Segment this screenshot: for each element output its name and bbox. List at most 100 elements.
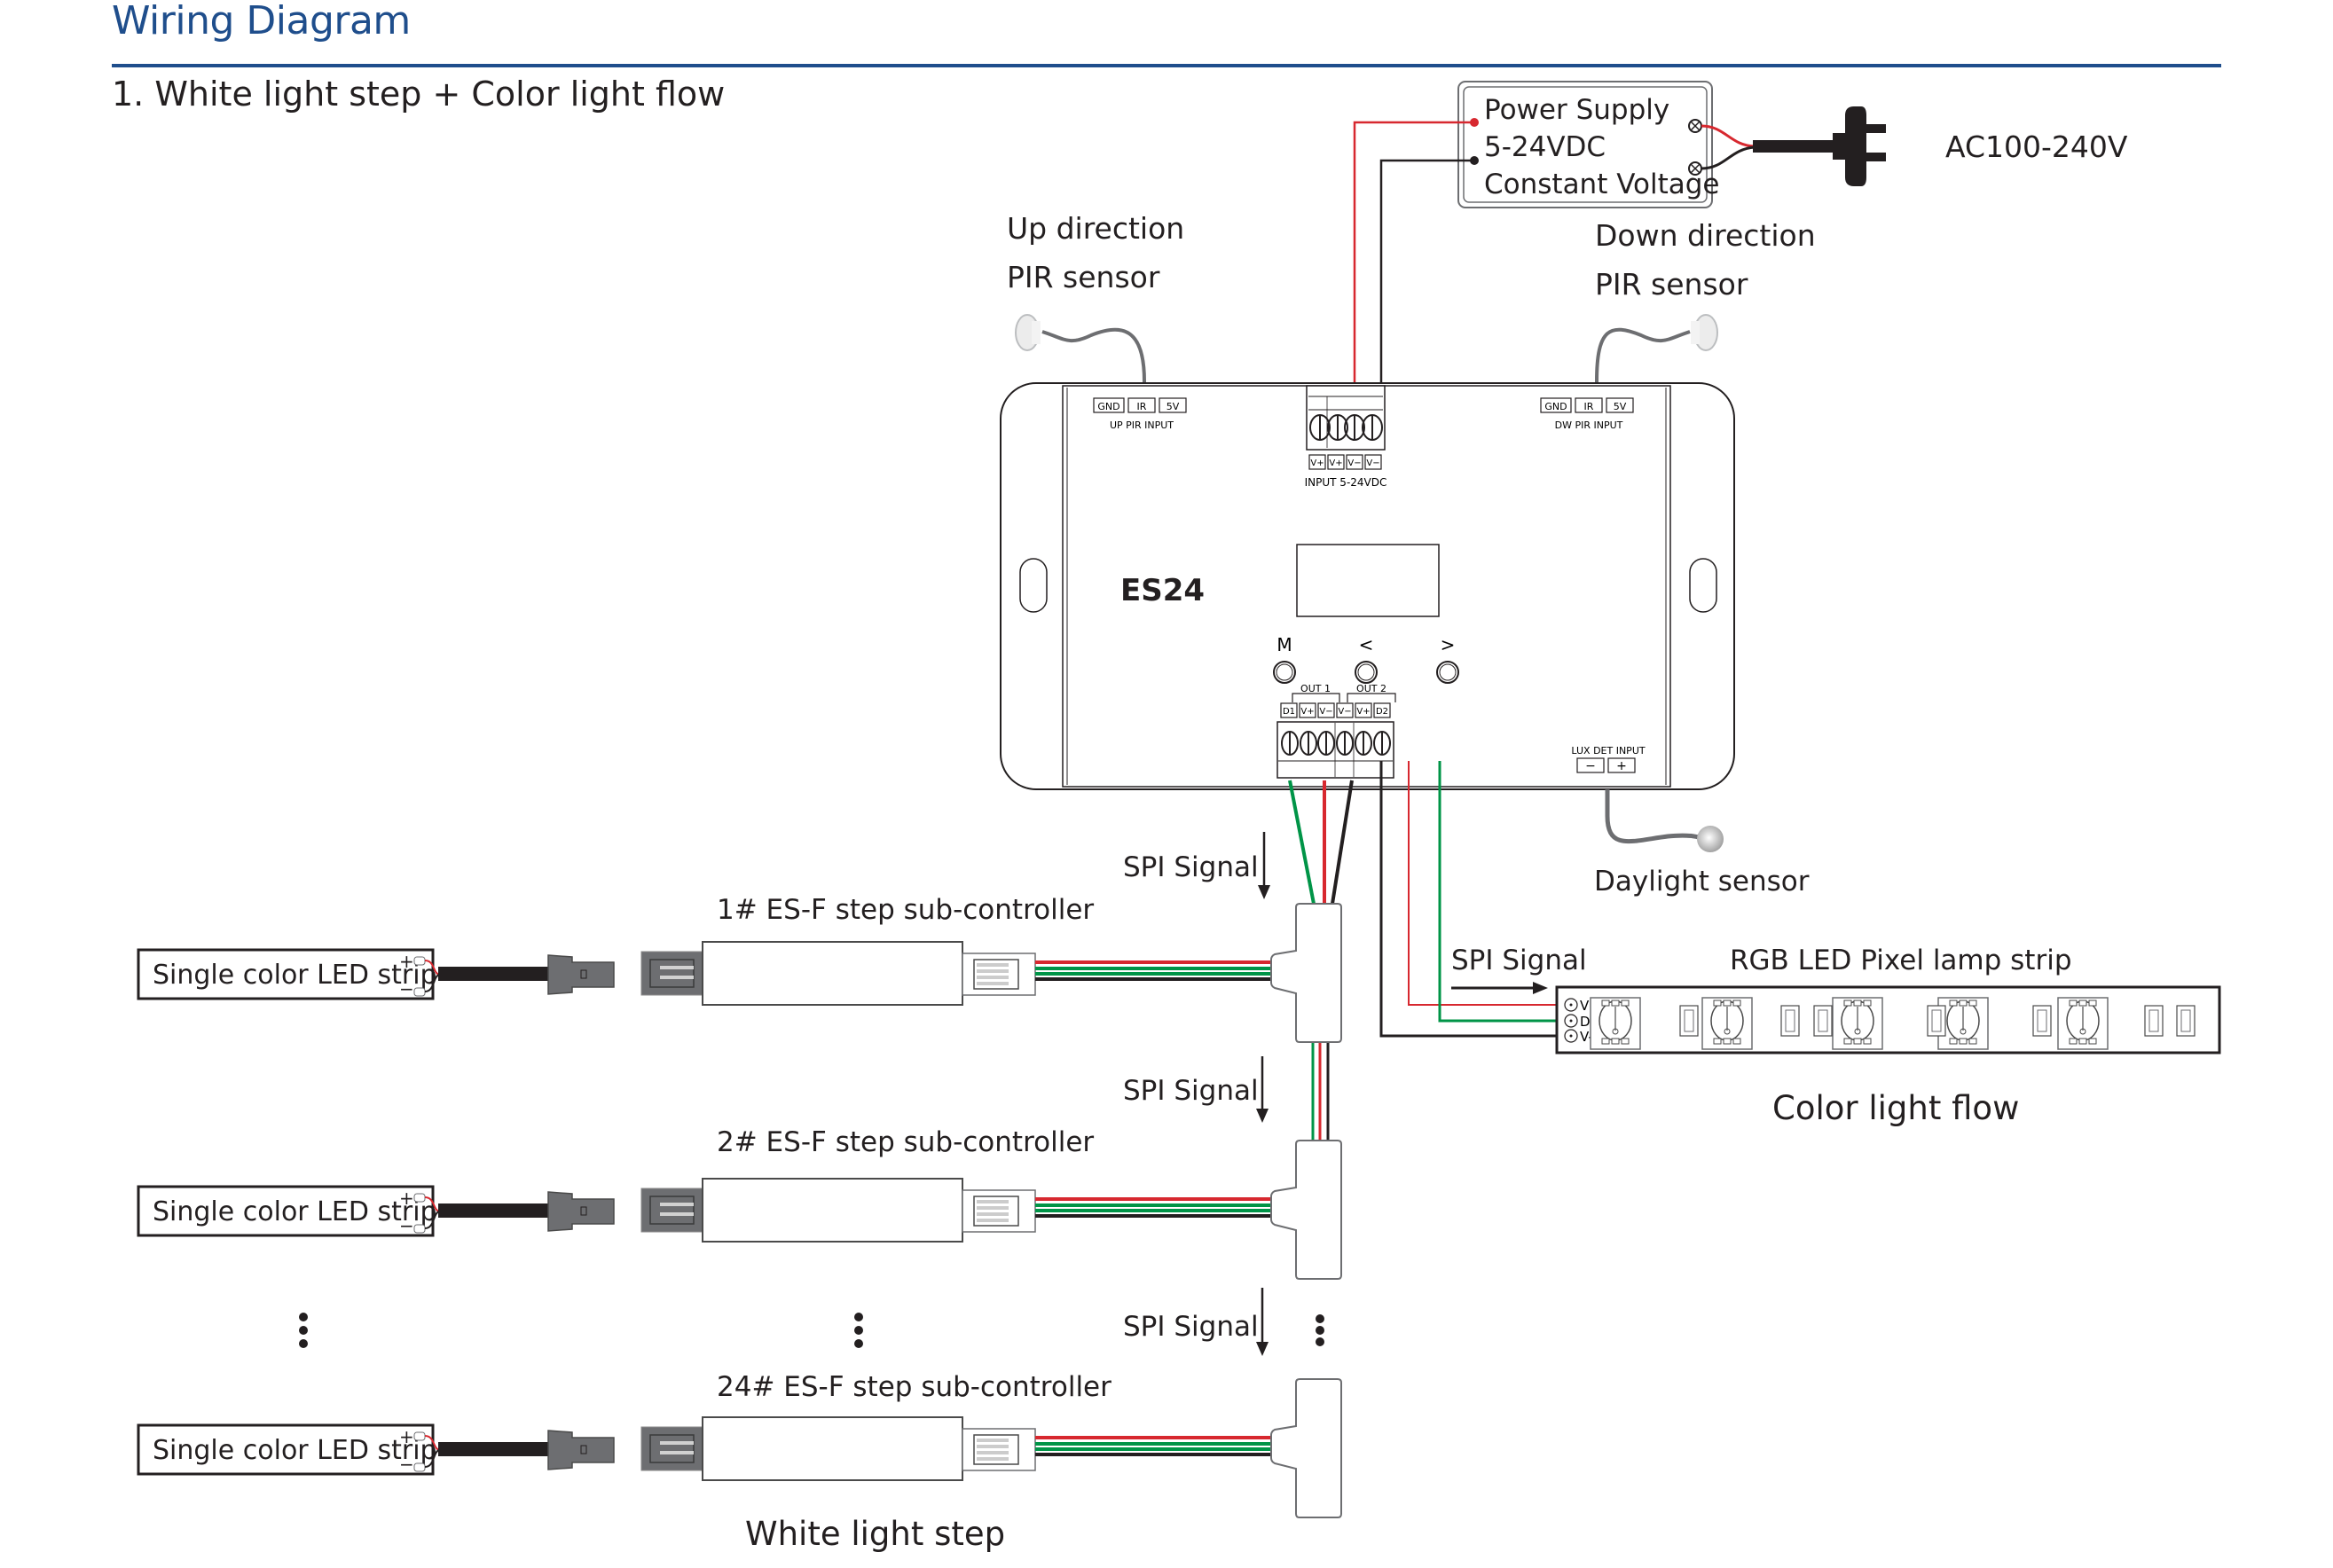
rgb-pixel-leds xyxy=(1590,997,2196,1050)
dw-pir-input-label: DW PIR INPUT xyxy=(1555,419,1623,431)
up-sensor-label-line1: Up direction xyxy=(1007,211,1184,246)
ellipsis-right xyxy=(1316,1314,1324,1346)
out-pin-vplus-1: V+ xyxy=(1300,707,1314,717)
ellipsis-left xyxy=(299,1313,308,1348)
out2-vplus-wire xyxy=(1408,761,1557,1006)
strip-plus: + xyxy=(399,1188,414,1209)
strip-label: Single color LED strip xyxy=(153,1435,437,1466)
t-connector xyxy=(1270,1378,1342,1518)
button-next-label: > xyxy=(1441,634,1456,655)
daylight-sensor-label: Daylight sensor xyxy=(1594,866,1810,898)
resistor-icon xyxy=(1927,1005,1946,1037)
spi-signal-label-1: SPI Signal xyxy=(1123,851,1259,883)
daylight-sensor-icon xyxy=(1605,789,1724,852)
up-pir-pin-5v: 5V xyxy=(1166,401,1180,412)
resistor-icon xyxy=(2032,1005,2052,1037)
strip-cable xyxy=(438,967,550,981)
lux-det-terminal: LUX DET INPUT − + xyxy=(1571,745,1645,773)
power-supply: Power Supply 5-24VDC Constant Voltage xyxy=(1457,81,1720,208)
lux-det-label: LUX DET INPUT xyxy=(1571,745,1645,757)
sub-controller-body xyxy=(702,1178,963,1243)
out2-label: OUT 2 xyxy=(1356,683,1386,694)
t-connector xyxy=(1270,903,1342,1043)
power-supply-line2: 5-24VDC xyxy=(1484,131,1606,163)
resistor-icon xyxy=(2176,1005,2196,1037)
dw-pir-pin-5v: 5V xyxy=(1614,401,1627,412)
spi-signal-label-2: SPI Signal xyxy=(1123,1075,1259,1107)
spi-signal-2: SPI Signal xyxy=(1123,1056,1269,1123)
rgb-led-chip-icon xyxy=(1937,997,1989,1050)
out-pin-vplus-2: V+ xyxy=(1356,707,1370,717)
sub-controller-input-socket[interactable] xyxy=(640,1426,703,1471)
up-pir-sensor-icon xyxy=(1015,314,1146,383)
ellipsis-middle xyxy=(854,1313,863,1348)
strip-plug-icon xyxy=(547,954,615,995)
strip-plus: + xyxy=(399,951,414,972)
up-pir-terminal: GND IR 5V UP PIR INPUT xyxy=(1093,397,1187,431)
button-next[interactable] xyxy=(1436,661,1459,684)
single-color-strip: Single color LED strip+ − xyxy=(137,948,440,1000)
down-pir-sensor-icon xyxy=(1595,314,1718,383)
rgb-strip-pads xyxy=(1564,998,1578,1043)
color-light-flow-caption: Color light flow xyxy=(1772,1089,2019,1127)
white-light-step-caption: White light step xyxy=(745,1515,1005,1553)
strip-minus: − xyxy=(399,1215,414,1236)
sub-controller-input-socket[interactable] xyxy=(640,1188,703,1233)
title-divider xyxy=(112,64,2221,67)
resistor-icon xyxy=(1679,1005,1699,1037)
ribbon-cable xyxy=(1035,1197,1271,1218)
button-prev[interactable] xyxy=(1355,661,1378,684)
strip-label: Single color LED strip xyxy=(153,960,437,991)
out2-vminus-wire xyxy=(1379,761,1557,1038)
rgb-led-chip-icon xyxy=(1832,997,1883,1050)
strip-minus: − xyxy=(399,1454,414,1475)
page-title: Wiring Diagram xyxy=(112,0,411,43)
bus-wires-1-2 xyxy=(1311,1042,1330,1141)
sub-controller-input-socket[interactable] xyxy=(640,951,703,996)
resistor-icon xyxy=(2144,1005,2164,1037)
input-pin-1: V+ xyxy=(1310,459,1324,468)
strip-label: Single color LED strip xyxy=(153,1196,437,1227)
sub-controller-body xyxy=(702,1416,963,1481)
strip-cable xyxy=(438,1442,550,1456)
spi-signal-3: SPI Signal xyxy=(1123,1288,1269,1356)
controller-model-label: ES24 xyxy=(1120,573,1205,608)
up-pir-input-label: UP PIR INPUT xyxy=(1110,419,1174,431)
resistor-icon xyxy=(1780,1005,1800,1037)
rgb-strip-title: RGB LED Pixel lamp strip xyxy=(1730,945,2072,976)
strip-minus: − xyxy=(399,978,414,1000)
sub-controller-output-socket xyxy=(962,953,1036,996)
section-heading: 1. White light step + Color light flow xyxy=(112,74,726,114)
spi-signal-rgb: SPI Signal xyxy=(1451,945,1587,994)
rgb-pin-vminus: V- xyxy=(1580,1029,1593,1045)
button-m-label: M xyxy=(1276,634,1292,655)
dw-pir-terminal: GND IR 5V DW PIR INPUT xyxy=(1540,397,1634,431)
out-pin-d1: D1 xyxy=(1283,707,1295,717)
out1-data-wire xyxy=(1288,780,1316,905)
ac-wire-live xyxy=(1701,124,1756,148)
rgb-pixel-strip: V+ DA V- xyxy=(1555,985,2221,1054)
dc-wire-positive xyxy=(1353,121,1474,392)
ac-terminal-icon xyxy=(1688,119,1702,176)
lux-pin-plus: + xyxy=(1616,759,1627,773)
single-color-strip: Single color LED strip+− xyxy=(137,1423,440,1476)
single-color-strip: Single color LED strip+ − xyxy=(137,1185,440,1237)
ac-wire-neutral xyxy=(1701,145,1756,170)
input-pin-3: V− xyxy=(1347,459,1361,468)
power-supply-line1: Power Supply xyxy=(1484,94,1669,126)
button-prev-label: < xyxy=(1359,634,1374,655)
input-pin-4: V− xyxy=(1366,459,1379,468)
power-input-terminal: V+ V+ V− V− INPUT 5-24VDC xyxy=(1305,385,1387,489)
ribbon-cable xyxy=(1035,960,1271,981)
power-supply-line3: Constant Voltage xyxy=(1484,169,1720,200)
button-m[interactable] xyxy=(1273,661,1296,684)
up-pir-pin-ir: IR xyxy=(1137,401,1147,412)
out-pin-vminus-1: V− xyxy=(1319,707,1332,717)
input-voltage-label: INPUT 5-24VDC xyxy=(1305,476,1387,489)
output-terminal: OUT 1 OUT 2 D1 V+ V− V− V+ D2 xyxy=(1276,683,1396,779)
down-sensor-label-line2: PIR sensor xyxy=(1595,267,1748,302)
strip-cable xyxy=(438,1203,550,1218)
sub-controller-output-socket xyxy=(962,1189,1036,1233)
spi-signal-label-rgb: SPI Signal xyxy=(1451,945,1587,976)
